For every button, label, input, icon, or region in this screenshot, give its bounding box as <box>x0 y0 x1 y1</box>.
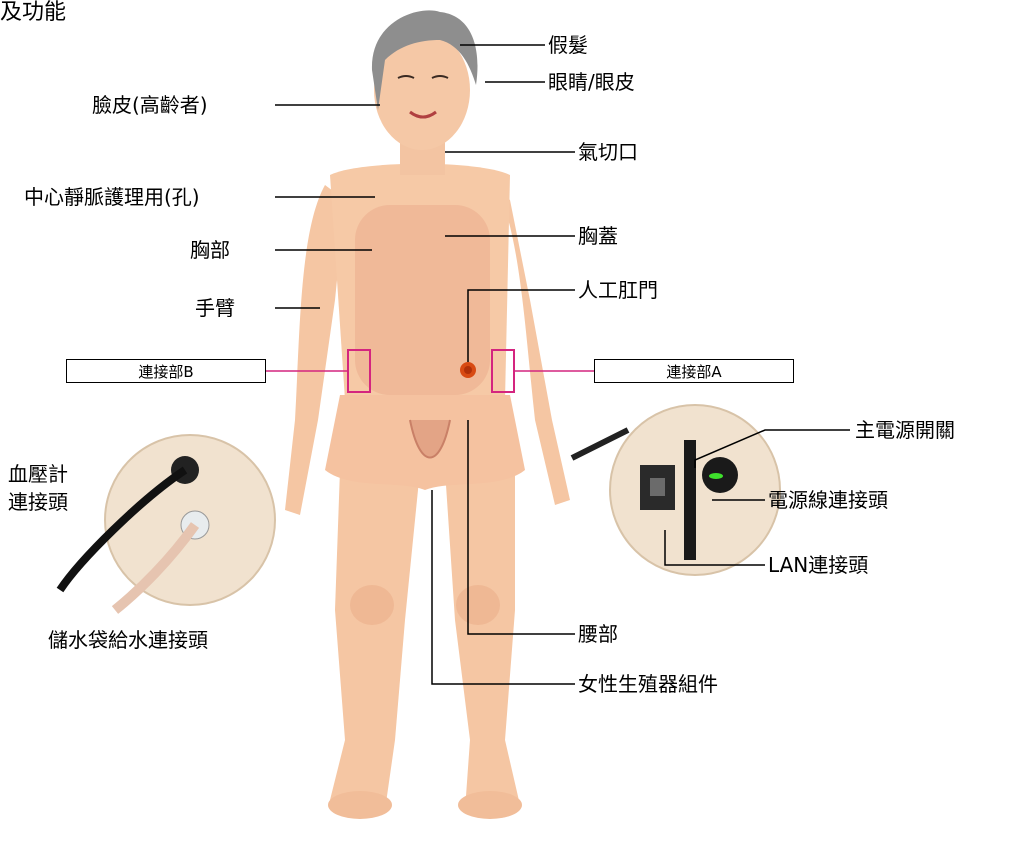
label-chest-cover: 胸蓋 <box>578 224 618 248</box>
label-face: 臉皮(高齡者) <box>92 93 208 117</box>
label-chest: 胸部 <box>190 238 230 262</box>
left-leg <box>330 470 420 810</box>
label-trach: 氣切口 <box>578 140 638 164</box>
label-waist: 腰部 <box>578 622 618 646</box>
label-main-power: 主電源開關 <box>855 418 955 442</box>
manikin-figure <box>285 10 628 819</box>
label-bp-connector: 血壓計 連接頭 <box>8 460 68 516</box>
label-eyes: 眼睛/眼皮 <box>548 70 635 94</box>
label-stoma: 人工肛門 <box>578 278 658 302</box>
label-cvc: 中心靜脈護理用(孔) <box>24 185 200 209</box>
label-lan-connector: LAN連接頭 <box>768 553 868 577</box>
bp-connector-disc <box>60 435 275 610</box>
label-power-connector: 電源線連接頭 <box>768 488 888 512</box>
page-title: 及功能 <box>0 0 66 26</box>
label-connector-b: 連接部B <box>66 359 266 383</box>
right-leg <box>445 470 520 810</box>
label-arm: 手臂 <box>195 296 235 320</box>
label-genital: 女性生殖器組件 <box>578 672 718 696</box>
label-connector-a: 連接部A <box>594 359 794 383</box>
label-wig: 假髮 <box>548 33 588 57</box>
label-water-connector: 儲水袋給水連接頭 <box>48 628 208 652</box>
power-disc <box>610 405 780 575</box>
